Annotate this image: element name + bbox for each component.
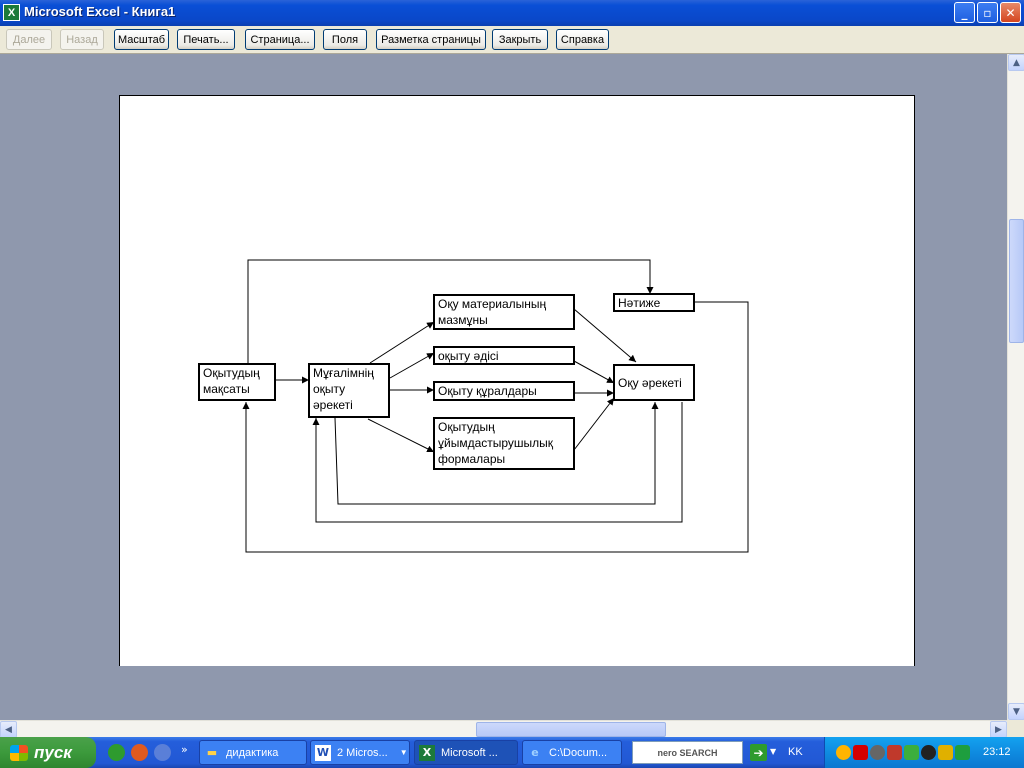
task-label: 2 Micros... bbox=[337, 746, 388, 759]
scrollbar-corner bbox=[1007, 720, 1024, 737]
task-label: дидактика bbox=[226, 746, 279, 759]
windows-flag-icon bbox=[10, 744, 28, 761]
page-break-preview-button[interactable]: Разметка страницы bbox=[376, 29, 486, 50]
arrow-teacher-activity bbox=[334, 402, 659, 505]
start-label: пуск bbox=[34, 742, 72, 762]
quicklaunch-more-icon[interactable]: » bbox=[181, 743, 188, 756]
task-label: C:\Docum... bbox=[549, 746, 608, 759]
tray-update-icon[interactable] bbox=[904, 745, 919, 760]
arrow-result-goal bbox=[242, 301, 749, 553]
quicklaunch-tool-icon[interactable] bbox=[154, 744, 171, 761]
group-dropdown-icon[interactable]: ▼ bbox=[399, 748, 408, 757]
diagram-box-method: оқыту әдісі bbox=[433, 346, 575, 365]
excel-icon: X bbox=[419, 744, 435, 761]
task-button-3[interactable]: e C:\Docum... bbox=[522, 740, 622, 765]
diagram-box-goal: Оқытудың мақсаты bbox=[198, 363, 276, 401]
ie-icon: e bbox=[531, 746, 539, 759]
arrow-teacher-content bbox=[369, 321, 435, 364]
arrow-activity-teacher bbox=[312, 402, 683, 523]
close-button[interactable]: ✕ bbox=[1000, 2, 1021, 23]
tray-antivirus-icon[interactable] bbox=[853, 745, 868, 760]
tray-media-icon[interactable] bbox=[921, 745, 936, 760]
folder-icon: ▬ bbox=[206, 746, 218, 759]
page-setup-button[interactable]: Страница... bbox=[245, 29, 315, 50]
language-indicator[interactable]: KK bbox=[788, 746, 803, 758]
diagram-box-result: Нәтиже bbox=[613, 293, 695, 312]
minimize-button[interactable]: _ bbox=[954, 2, 975, 23]
print-preview-toolbar: Далее Назад Масштаб Печать... Страница..… bbox=[0, 26, 1024, 54]
quicklaunch-browser-icon[interactable] bbox=[131, 744, 148, 761]
next-page-button[interactable]: Далее bbox=[6, 29, 52, 50]
tray-email-icon[interactable] bbox=[836, 745, 851, 760]
maximize-button[interactable]: ▫ bbox=[977, 2, 998, 23]
taskbar: пуск » ▬ дидактика W 2 Micros... ▼ X Mic… bbox=[0, 737, 1024, 768]
vertical-scrollbar[interactable]: ▲ ▼ bbox=[1007, 54, 1024, 720]
arrow-teacher-method bbox=[389, 352, 435, 379]
close-preview-button[interactable]: Закрыть bbox=[492, 29, 548, 50]
diagram-box-content: Оқу материалының мазмұны bbox=[433, 294, 575, 330]
arrow-goal-result bbox=[247, 259, 654, 364]
arrow-teacher-forms bbox=[367, 418, 435, 453]
scroll-right-button[interactable]: ▶ bbox=[990, 721, 1007, 738]
zoom-button[interactable]: Масштаб bbox=[114, 29, 169, 50]
task-button-0[interactable]: ▬ дидактика bbox=[199, 740, 307, 765]
horizontal-scrollbar[interactable]: ◀ ▶ bbox=[0, 720, 1007, 738]
diagram-box-forms: Оқытудың ұйымдастырушылық формалары bbox=[433, 417, 575, 470]
task-button-1[interactable]: W 2 Micros... ▼ bbox=[310, 740, 410, 765]
prev-page-button[interactable]: Назад bbox=[60, 29, 104, 50]
task-button-2[interactable]: X Microsoft ... bbox=[414, 740, 518, 765]
start-button[interactable]: пуск bbox=[0, 737, 96, 768]
arrow-content-activity bbox=[573, 308, 637, 363]
margins-button[interactable]: Поля bbox=[323, 29, 367, 50]
taskbar-clock[interactable]: 23:12 bbox=[983, 746, 1011, 758]
word-icon: W bbox=[315, 744, 331, 761]
window-title: Microsoft Excel - Книга1 bbox=[24, 4, 176, 19]
diagram-box-tools: Оқыту құралдары bbox=[433, 381, 575, 401]
arrow-method-activity bbox=[573, 360, 615, 384]
diagram-box-teacher: Мұғалімнің оқыту әрекеті bbox=[308, 363, 390, 418]
scroll-down-button[interactable]: ▼ bbox=[1008, 703, 1024, 720]
vertical-scroll-thumb[interactable] bbox=[1009, 219, 1024, 343]
tray-sync-icon[interactable] bbox=[955, 745, 970, 760]
title-bar: X Microsoft Excel - Книга1 _ ▫ ✕ bbox=[0, 0, 1024, 26]
arrow-forms-activity bbox=[573, 397, 615, 451]
task-label: Microsoft ... bbox=[441, 746, 498, 759]
quicklaunch-icq-icon[interactable] bbox=[108, 744, 125, 761]
system-tray bbox=[824, 737, 1024, 768]
scroll-up-button[interactable]: ▲ bbox=[1008, 54, 1024, 71]
tray-network-icon[interactable] bbox=[887, 745, 902, 760]
excel-icon[interactable]: X bbox=[3, 4, 20, 21]
help-button[interactable]: Справка bbox=[556, 29, 609, 50]
tray-disk-icon[interactable] bbox=[870, 745, 885, 760]
scroll-left-button[interactable]: ◀ bbox=[0, 721, 17, 738]
nero-search-box[interactable]: nero SEARCH bbox=[632, 741, 743, 764]
diagram-box-activity: Оқу әрекеті bbox=[613, 364, 695, 401]
search-dropdown-icon[interactable]: ▼ bbox=[770, 747, 777, 756]
tray-security-icon[interactable] bbox=[938, 745, 953, 760]
search-go-icon[interactable]: ➔ bbox=[750, 744, 767, 761]
horizontal-scroll-thumb[interactable] bbox=[476, 722, 666, 737]
print-button[interactable]: Печать... bbox=[177, 29, 235, 50]
